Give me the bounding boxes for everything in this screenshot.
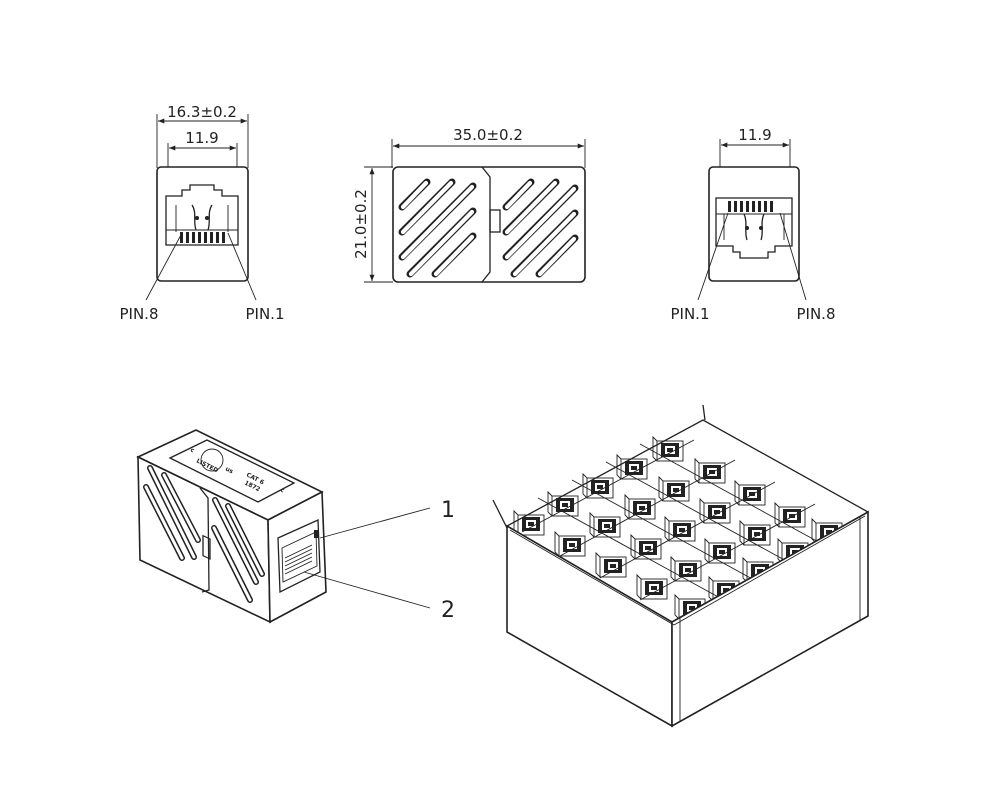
rear-pin-left-label: PIN.1 — [670, 305, 709, 323]
rear-width-inner-label: 11.9 — [738, 126, 771, 144]
front-jack-opening — [165, 184, 239, 246]
front-view: 16.3±0.2 11.9 PIN.8 P — [119, 103, 284, 323]
coupler-end-jack — [277, 519, 321, 594]
front-width-inner-label: 11.9 — [185, 129, 218, 147]
front-contacts — [175, 204, 229, 243]
front-pin-right-label: PIN.1 — [245, 305, 284, 323]
coupler-label-plate — [168, 439, 296, 503]
side-latch-window — [489, 209, 501, 233]
front-pin-left-label: PIN.8 — [119, 305, 158, 323]
box-front-wall-right — [671, 510, 869, 728]
front-body — [156, 166, 249, 282]
box-contents — [513, 436, 845, 620]
rear-pin-right-label: PIN.8 — [796, 305, 835, 323]
callout-2: 2 — [441, 598, 455, 623]
packaging-box — [492, 404, 870, 728]
rear-jack-opening — [715, 197, 793, 259]
front-width-outer-label: 16.3±0.2 — [167, 103, 237, 121]
label-c-mark: c — [279, 487, 286, 495]
ul-logo — [200, 448, 224, 472]
coupler-latch-window — [202, 534, 211, 560]
ul-c-text: c — [189, 447, 196, 455]
isometric-coupler: LISTED c us CAT 6 1872 c — [136, 429, 455, 624]
coupler-end-contacts — [284, 544, 313, 575]
coupler-grip-stripes — [143, 465, 265, 603]
side-grip-stripes-right — [502, 178, 579, 278]
side-height-label: 21.0±0.2 — [352, 189, 370, 259]
side-length-label: 35.0±0.2 — [453, 126, 523, 144]
box-front-wall-left — [506, 524, 673, 728]
side-view: 35.0±0.2 21.0±0.2 — [352, 126, 586, 283]
coupler-end-face — [267, 490, 327, 624]
rear-body — [708, 166, 800, 282]
ul-us-text: us — [224, 466, 235, 476]
callout-1: 1 — [441, 498, 455, 523]
rear-view: 11.9 PIN.1 PIN.8 — [670, 126, 835, 323]
side-grip-stripes-left — [398, 178, 477, 278]
